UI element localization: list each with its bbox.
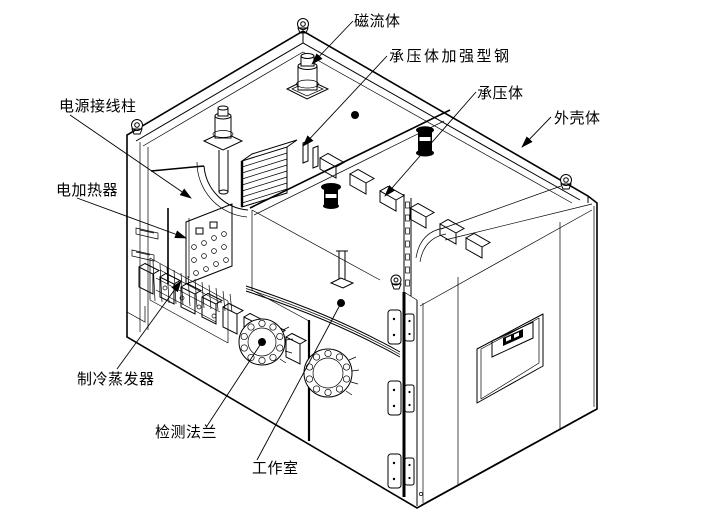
support-post [329, 250, 355, 289]
inspection-flange-right [303, 348, 360, 398]
leader-inspection-flange [206, 338, 266, 427]
label-outer-shell: 外壳体 [554, 110, 601, 127]
leader-reinforced-steel [302, 55, 388, 147]
eyebolt-icon [390, 274, 402, 290]
perforated-wall-strip [403, 194, 412, 296]
door-window [476, 313, 544, 404]
penetration-valve-upper [416, 126, 434, 157]
label-working-chamber: 工作室 [252, 460, 299, 477]
eyebolt-icon [560, 174, 572, 190]
magnetic-fluid-seal-left [202, 105, 244, 195]
label-pressure-body-reinforced-steel: 承压体加强型钢 [389, 48, 512, 65]
label-magnetic-fluid: 磁流体 [354, 13, 401, 30]
leader-electric-heater [76, 197, 187, 239]
door-hinges [387, 309, 415, 489]
magnetic-fluid-seal-right [285, 53, 330, 100]
chamber-door [387, 206, 595, 506]
outer-shell-outline [126, 30, 598, 509]
label-power-terminal: 电源接线柱 [59, 98, 137, 115]
electric-heater [131, 203, 233, 285]
working-chamber-interior [167, 208, 381, 322]
eyebolt-icon [131, 119, 143, 135]
refrigeration-evaporator [149, 257, 233, 344]
label-pressure-body: 承压体 [477, 85, 524, 102]
leader-evaporator [116, 280, 182, 370]
label-electric-heater: 电加热器 [56, 182, 118, 199]
fin-pack [240, 139, 298, 208]
hinge-icon [387, 453, 415, 489]
inspection-flange-left [238, 318, 294, 366]
label-inspection-flange: 检测法兰 [155, 424, 217, 441]
hinge-icon [387, 309, 415, 345]
leader-pressure-body [384, 91, 477, 197]
leader-lines [69, 20, 552, 461]
eyebolt-icon [297, 18, 309, 34]
leader-power-terminal [69, 114, 192, 199]
leader-working-chamber [256, 299, 345, 461]
penetration-valve-lower [321, 183, 341, 209]
hinge-icon [387, 380, 415, 416]
pressure-vessel-top [150, 109, 593, 241]
label-refrigeration-evaporator: 制冷蒸发器 [77, 371, 155, 388]
part-labels: 磁流体 承压体加强型钢 承压体 外壳体 电源接线柱 电加热器 制冷蒸发器 检测法… [56, 13, 601, 477]
leader-outer-shell [521, 116, 552, 148]
leader-magnetic-fluid [311, 20, 354, 65]
reinforcing-steel-channels [319, 152, 492, 259]
heater-holes [191, 231, 229, 276]
lifting-eyebolt-icons [131, 18, 572, 290]
